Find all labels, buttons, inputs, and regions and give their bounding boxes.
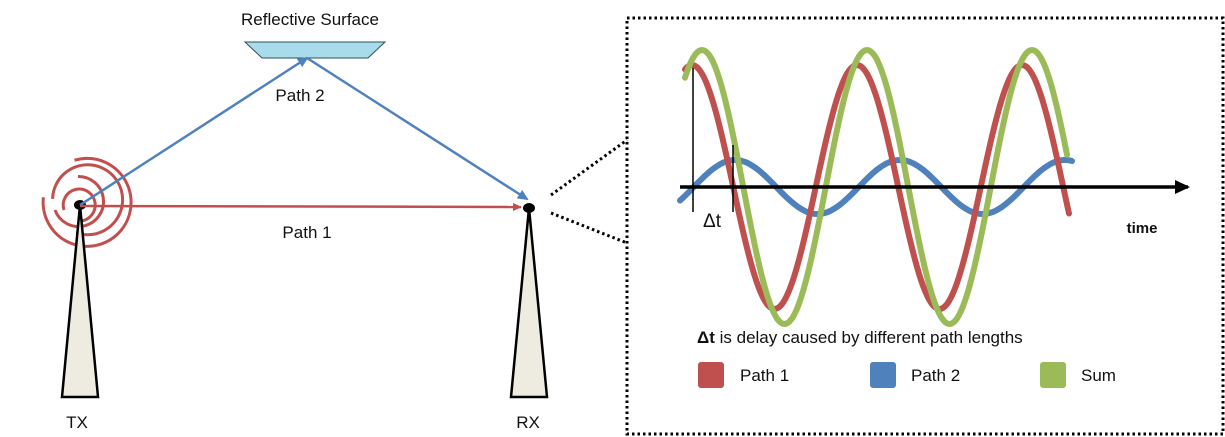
waveform-group [677,46,1075,328]
delta-t-label: Δt [703,211,722,232]
zoom-connector-upper [550,138,628,197]
tx-tower [60,204,100,399]
legend-label-path2: Path 2 [911,366,960,385]
path2-label: Path 2 [275,86,324,105]
delay-caption-bold: Δt [697,328,715,347]
time-axis-label: time [1127,220,1158,237]
legend: Path 1 Path 2 Sum [698,362,1116,388]
zoom-box [625,16,1225,436]
zoom-connector-lower [550,211,628,245]
path2-incident-arrow [79,56,309,207]
delay-caption-text: is delay caused by different path length… [715,328,1023,347]
legend-label-path1: Path 1 [740,366,789,385]
tx-radiation-rings [41,156,133,248]
reflective-surface-label: Reflective Surface [241,10,379,29]
legend-swatch-path1 [698,362,724,388]
rx-label: RX [516,413,540,432]
path2-reflected-arrow [306,56,529,201]
delay-caption: Δt is delay caused by different path len… [697,328,1023,347]
path1-direct-arrow [79,202,522,211]
path2-wave [677,156,1075,217]
path1-wave [682,61,1072,313]
tx-label: TX [66,413,88,432]
legend-swatch-sum [1040,362,1066,388]
rx-antenna-dot [523,203,535,213]
path1-label: Path 1 [282,223,331,242]
sum-wave [682,46,1070,328]
rx-tower [509,207,549,399]
legend-label-sum: Sum [1081,366,1116,385]
reflective-surface [243,41,387,59]
legend-swatch-path2 [870,362,896,388]
